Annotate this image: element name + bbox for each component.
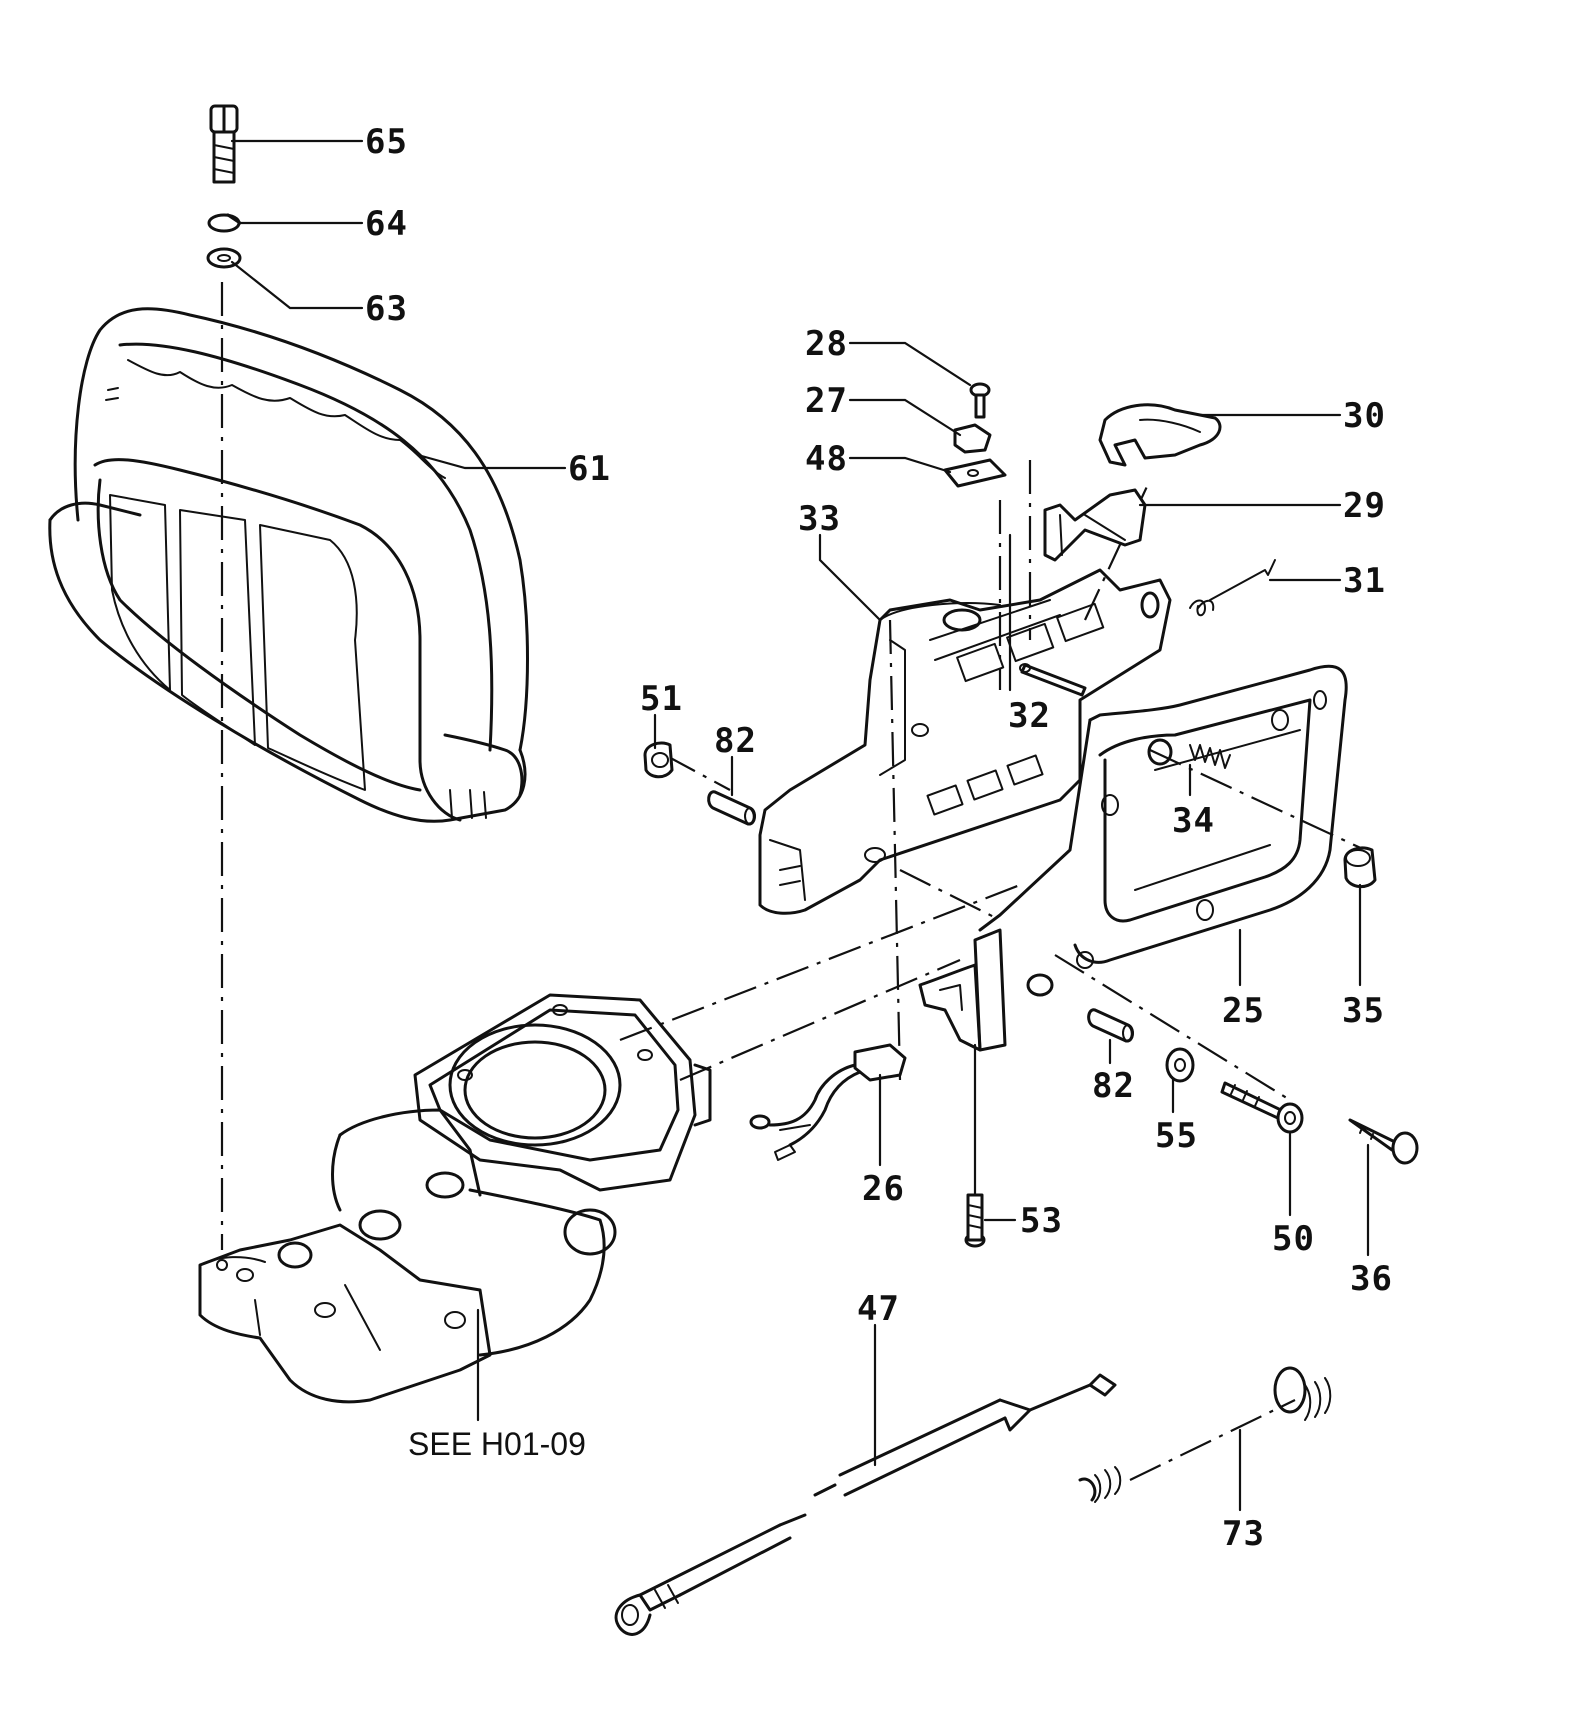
callout-30: 30 [1343, 396, 1386, 436]
callout-47: 47 [857, 1289, 900, 1329]
pin-32 [1019, 663, 1087, 697]
spring-34 [1147, 738, 1231, 769]
callout-82-upper: 82 [714, 721, 757, 761]
lock-washer-64 [207, 213, 242, 233]
gearbox-housing [198, 993, 712, 1404]
nut-27 [953, 423, 992, 454]
housing-33 [758, 568, 1172, 915]
callout-48: 48 [805, 439, 848, 479]
reference-note: SEE H01-09 [408, 1426, 586, 1462]
plate-48 [943, 458, 1007, 488]
callout-27: 27 [805, 381, 848, 421]
callout-63: 63 [365, 289, 408, 329]
bolt-50 [1220, 1081, 1304, 1134]
callout-64: 64 [365, 204, 408, 244]
callout-35: 35 [1342, 991, 1385, 1031]
bolt-65 [209, 104, 239, 184]
cap-51 [643, 741, 674, 779]
callout-28: 28 [805, 324, 848, 364]
callout-25: 25 [1222, 991, 1265, 1031]
assembly-chain-lines [220, 282, 1366, 1250]
shaft-73 [1078, 1366, 1332, 1503]
callout-32: 32 [1008, 696, 1051, 736]
callout-36: 36 [1350, 1259, 1393, 1299]
cap-35 [1343, 846, 1377, 888]
washer-63 [206, 247, 242, 269]
screw-36 [1348, 1118, 1419, 1165]
rear-handle-25 [918, 664, 1348, 1052]
pin-82-lower [1087, 1008, 1134, 1043]
lever-30 [1098, 403, 1222, 467]
spring-31 [1189, 559, 1276, 617]
callout-31: 31 [1343, 561, 1386, 601]
callout-82-lower: 82 [1092, 1066, 1135, 1106]
callout-53: 53 [1020, 1201, 1063, 1241]
callout-65: 65 [365, 122, 408, 162]
callout-73: 73 [1222, 1514, 1265, 1554]
callout-33: 33 [798, 499, 841, 539]
leader-lines [230, 139, 1370, 1512]
callout-55: 55 [1155, 1116, 1198, 1156]
callout-34: 34 [1172, 801, 1215, 841]
callout-51: 51 [640, 679, 683, 719]
cable-47 [614, 1373, 1117, 1636]
front-handle-61 [48, 307, 529, 823]
washer-55 [1165, 1047, 1195, 1083]
callout-29: 29 [1343, 486, 1386, 526]
bolt-53 [964, 1193, 986, 1248]
screw-28 [969, 382, 991, 419]
switch-26 [749, 1043, 907, 1161]
pin-82-upper [707, 790, 756, 826]
callout-61: 61 [568, 449, 611, 489]
callout-50: 50 [1272, 1219, 1315, 1259]
part-callouts: 65 64 63 61 28 27 48 33 30 29 31 32 51 8… [365, 122, 1393, 1554]
callout-26: 26 [862, 1169, 905, 1209]
lever-29 [1043, 488, 1147, 562]
